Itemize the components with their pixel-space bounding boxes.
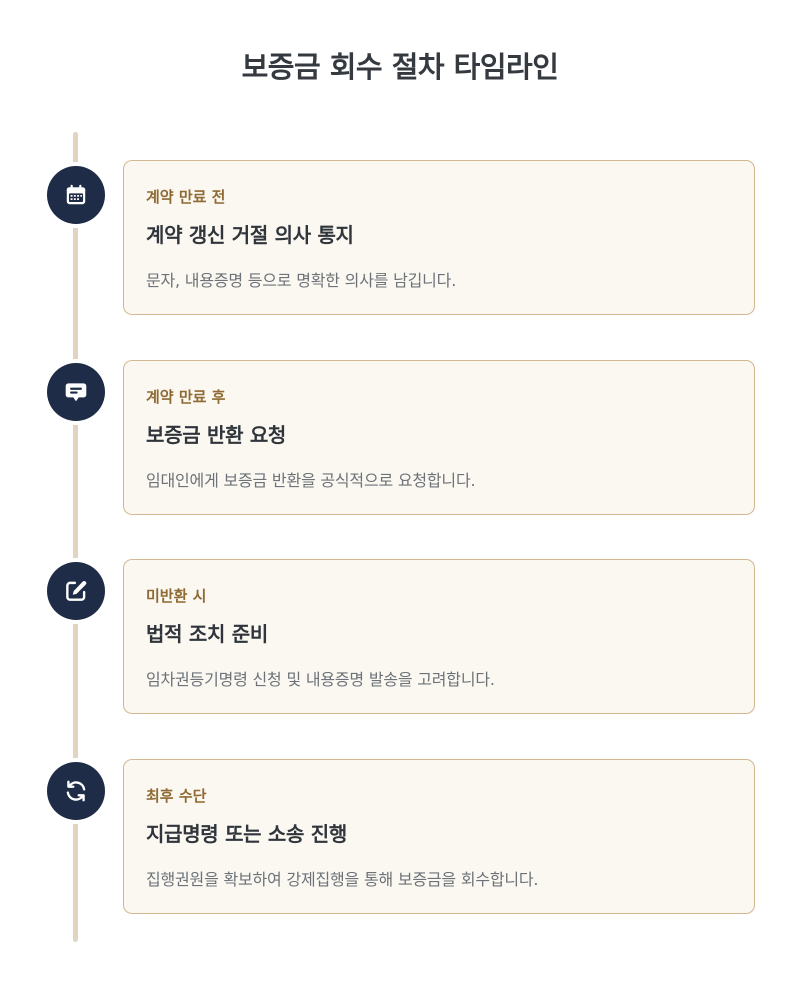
page-title: 보증금 회수 절차 타임라인: [241, 50, 559, 84]
step-stage: 최후 수단: [146, 787, 207, 805]
step-card: 계약 만료 전 계약 갱신 거절 의사 통지 문자, 내용증명 등으로 명확한 …: [123, 160, 755, 315]
timeline-step: 계약 만료 전 계약 갱신 거절 의사 통지 문자, 내용증명 등으로 명확한 …: [0, 160, 800, 318]
timeline-line: [73, 132, 78, 942]
step-stage: 계약 만료 후: [146, 388, 226, 406]
step-description: 임대인에게 보증금 반환을 공식적으로 요청합니다.: [146, 471, 476, 490]
step-card: 미반환 시 법적 조치 준비 임차권등기명령 신청 및 내용증명 발송을 고려합…: [123, 559, 755, 714]
edit-icon: [47, 562, 105, 620]
step-card: 최후 수단 지급명령 또는 소송 진행 집행권원을 확보하여 강제집행을 통해 …: [123, 759, 755, 914]
timeline-step: 미반환 시 법적 조치 준비 임차권등기명령 신청 및 내용증명 발송을 고려합…: [0, 559, 800, 717]
step-description: 문자, 내용증명 등으로 명확한 의사를 남깁니다.: [146, 271, 457, 290]
step-stage: 미반환 시: [146, 587, 207, 605]
message-icon: [47, 363, 105, 421]
step-stage: 계약 만료 전: [146, 188, 226, 206]
refresh-icon: [47, 762, 105, 820]
step-title: 보증금 반환 요청: [146, 423, 287, 447]
step-title: 법적 조치 준비: [146, 622, 268, 646]
timeline-step: 계약 만료 후 보증금 반환 요청 임대인에게 보증금 반환을 공식적으로 요청…: [0, 360, 800, 518]
step-description: 집행권원을 확보하여 강제집행을 통해 보증금을 회수합니다.: [146, 870, 539, 889]
step-description: 임차권등기명령 신청 및 내용증명 발송을 고려합니다.: [146, 670, 495, 689]
timeline-step: 최후 수단 지급명령 또는 소송 진행 집행권원을 확보하여 강제집행을 통해 …: [0, 759, 800, 917]
calendar-icon: [47, 166, 105, 224]
step-title: 계약 갱신 거절 의사 통지: [146, 223, 354, 247]
step-title: 지급명령 또는 소송 진행: [146, 822, 347, 846]
step-card: 계약 만료 후 보증금 반환 요청 임대인에게 보증금 반환을 공식적으로 요청…: [123, 360, 755, 515]
